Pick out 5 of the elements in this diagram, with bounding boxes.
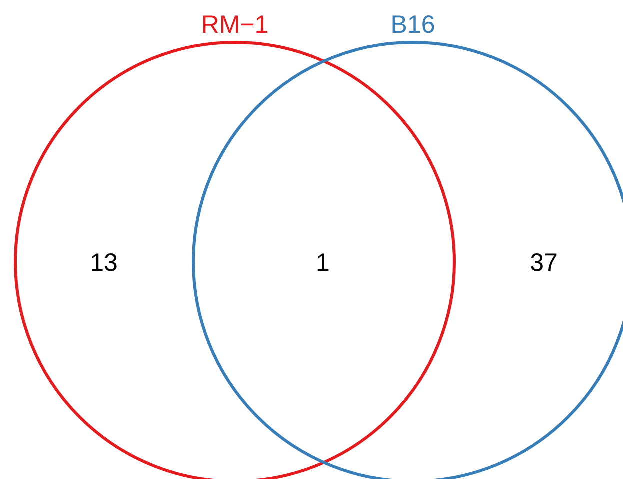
set-label: B16	[390, 11, 436, 39]
set-label: RM−1	[201, 11, 269, 39]
count-label: 1	[316, 249, 330, 277]
count-label: 37	[530, 249, 558, 277]
count-label: 13	[90, 249, 118, 277]
